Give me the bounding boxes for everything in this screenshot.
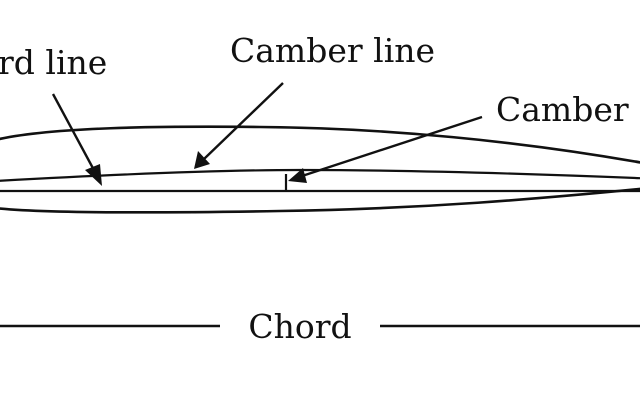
airfoil-outline — [0, 125, 640, 214]
camber-line-leader — [203, 82, 284, 160]
camber-arrowhead — [288, 168, 307, 183]
chord-label: Chord — [248, 307, 351, 346]
camber-leader — [301, 115, 483, 178]
camber-line-arrowhead — [194, 151, 210, 169]
chord-line-arrowhead — [85, 164, 102, 186]
chord-line-label: rd line — [0, 43, 107, 82]
camber-label: Camber — [496, 90, 629, 129]
camber-line-label: Camber line — [230, 31, 435, 70]
mean-camber-line — [0, 168, 640, 182]
chord-line-leader — [51, 93, 97, 173]
